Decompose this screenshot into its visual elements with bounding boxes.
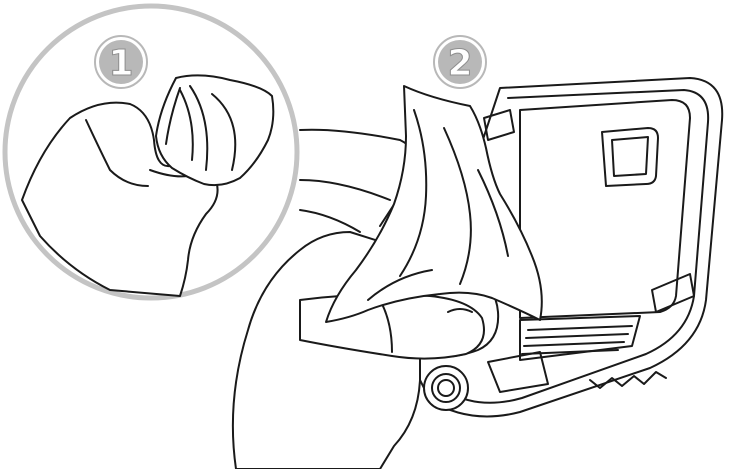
step-badge-2-number: 2 — [447, 43, 472, 84]
step-1-inset — [5, 6, 297, 298]
step-badge-1-number: 1 — [108, 43, 133, 84]
step-2-illustration — [233, 78, 722, 469]
step-badge-2: 2 — [434, 36, 486, 88]
device-knob — [424, 366, 468, 410]
step-badge-1: 1 — [95, 36, 147, 88]
